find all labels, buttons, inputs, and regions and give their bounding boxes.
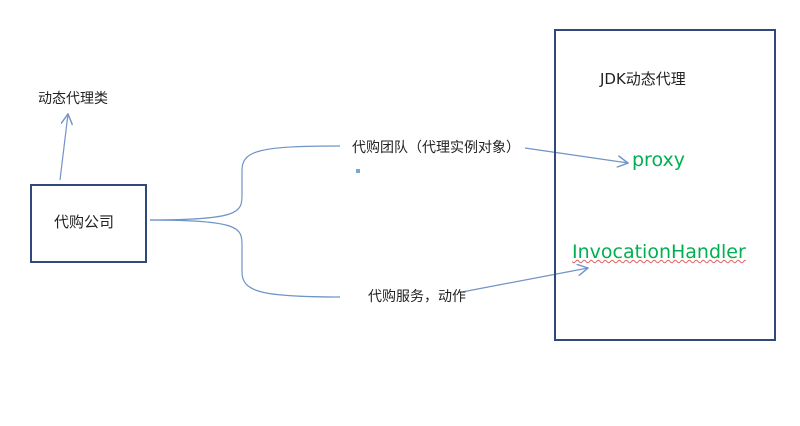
invocation-handler-label: InvocationHandler: [572, 241, 746, 263]
brace-lower: [149, 219, 341, 298]
arrow-to-dynamic-proxy-class: [59, 114, 68, 181]
arrow-to-invocation-handler: [461, 268, 588, 293]
small-marker: [356, 169, 360, 173]
arrow-to-proxy: [524, 147, 628, 163]
agent-company-label: 代购公司: [54, 213, 115, 231]
brace-upper: [149, 145, 341, 221]
agent-team-label: 代购团队（代理实例对象）: [352, 140, 520, 156]
jdk-dynamic-proxy-box: [554, 29, 776, 341]
agent-service-label: 代购服务，动作: [368, 289, 466, 305]
agent-company-box: [30, 184, 147, 263]
dynamic-proxy-class-label: 动态代理类: [38, 91, 108, 107]
proxy-label: proxy: [632, 149, 685, 171]
jdk-title: JDK动态代理: [600, 70, 686, 88]
